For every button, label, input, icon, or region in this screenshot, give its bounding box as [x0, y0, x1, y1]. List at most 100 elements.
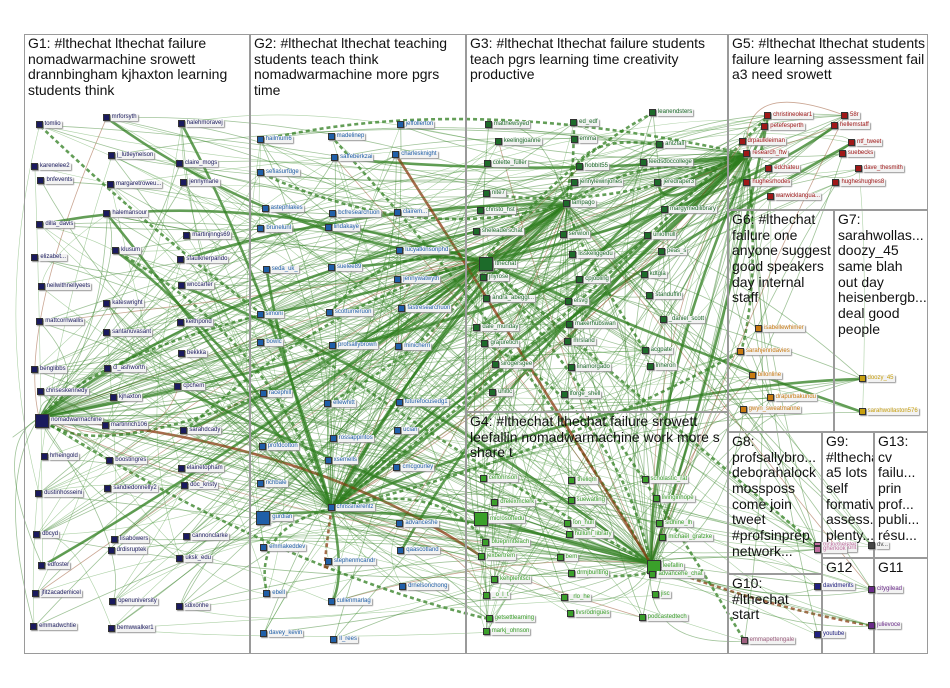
node-g2-10[interactable]: lindakaye — [324, 224, 360, 232]
node-g1-18[interactable]: mattcornwallis — [36, 318, 85, 326]
node-g1-34[interactable]: sandiedonnelly2 — [104, 484, 158, 492]
node-g1-24[interactable]: chriseskennedy — [36, 387, 89, 395]
node-g4-17[interactable]: advancehe_chat — [649, 571, 704, 579]
node-g4-22[interactable]: livsrodrigues — [566, 609, 611, 617]
node-g3-21[interactable]: jnyrose — [480, 273, 510, 281]
node-g6-1[interactable]: sarahjenndavies — [737, 347, 791, 355]
node-g1-1[interactable]: mrforsyth — [102, 113, 138, 121]
node-g2-40[interactable]: ll_rees — [330, 635, 358, 643]
node-g2-20[interactable]: minicherri — [395, 342, 432, 350]
node-g1-38[interactable]: cannonclarke — [183, 533, 229, 541]
node-g1-11[interactable]: martinjnngs69 — [183, 232, 231, 240]
node-g3-13[interactable]: lampago — [562, 199, 596, 207]
node-g2-32[interactable]: advanceshe — [396, 519, 439, 527]
node-g4-20[interactable]: jisc — [651, 591, 671, 599]
node-g3-17[interactable]: uniofhull — [644, 232, 677, 240]
node-g3-33[interactable]: sirogersgee — [491, 360, 534, 368]
node-g1-35[interactable]: doc_kristy — [181, 482, 219, 490]
node-g12-1[interactable]: youtube — [814, 630, 846, 638]
node-g2-18[interactable]: bowlc — [257, 339, 283, 347]
node-g2-36[interactable]: ebell — [263, 590, 286, 598]
node-g2-25[interactable]: rossappintos — [329, 434, 374, 442]
node-g4-19[interactable]: _rlo_he — [560, 594, 591, 602]
node-g4-18[interactable]: _o_l_t — [483, 592, 510, 600]
node-g1-6[interactable]: bnfevents — [37, 177, 74, 185]
node-g2-12[interactable]: seda_uk_ — [262, 266, 299, 274]
node-g2-29[interactable]: cmcgourley — [393, 463, 435, 471]
node-g5-11[interactable]: hugheshughes8 — [832, 179, 886, 187]
node-g6-4[interactable]: gwyn_sweatmanne — [739, 405, 802, 413]
node-g3-14[interactable]: margymedilibrary — [661, 206, 718, 214]
node-g1-9[interactable]: dilla_davis — [36, 220, 75, 228]
node-g3-12[interactable]: christo_hst — [476, 206, 516, 214]
node-g4-12[interactable]: jexbertrem — [477, 552, 517, 560]
node-g1-13[interactable]: klusum — [112, 247, 142, 255]
node-g2-4[interactable]: saffeberkzai — [331, 154, 374, 162]
node-g2-35[interactable]: qaascotland — [397, 546, 440, 554]
node-g1-42[interactable]: jfitzacademicel — [32, 589, 82, 597]
node-g1-45[interactable]: emmadwchtie — [30, 622, 78, 630]
node-g6-2[interactable]: billonline — [748, 371, 783, 379]
node-g9-2[interactable]: gherkiok — [814, 546, 847, 553]
node-g4-3[interactable]: drelexmclerk — [491, 498, 536, 506]
node-g4-24[interactable]: markj_ohnson — [482, 628, 531, 636]
node-g5-9[interactable]: dave_thesmith — [854, 165, 904, 173]
node-g1-4[interactable]: j_lutleynelson — [108, 151, 155, 159]
node-g1-20[interactable]: keithpond — [176, 318, 213, 326]
node-g1-41[interactable]: uksk_edu — [176, 555, 213, 563]
node-g4-9[interactable]: blueprintteach — [482, 538, 531, 546]
node-g2-34[interactable]: stephenmcandr — [324, 557, 377, 565]
node-g1-12[interactable]: elizabet... — [31, 253, 68, 261]
node-g1-15[interactable]: neilwithnellyeets — [37, 283, 92, 291]
node-g2-1[interactable]: madelinep — [327, 132, 366, 140]
node-g10-0[interactable]: emmapettengale — [740, 636, 796, 644]
node-g1-25[interactable]: kjhaxton — [109, 393, 143, 401]
node-g4-4[interactable]: suewatling — [567, 496, 606, 504]
node-g3-36[interactable]: uhitlc — [489, 389, 514, 397]
node-g3-19[interactable]: lisskeliggedu — [569, 250, 614, 258]
node-g2-39[interactable]: davey_kevin — [259, 629, 304, 637]
node-g1-10[interactable]: halemansour — [103, 210, 149, 218]
node-g1-8[interactable]: jennymarie — [180, 179, 220, 187]
node-g2-5[interactable]: charlesknight — [392, 150, 438, 158]
node-g3-7[interactable]: hobbit55 — [575, 163, 609, 171]
node-g4-15[interactable]: kehplentsci — [491, 575, 532, 583]
node-g3-15[interactable]: sheleaderschat — [472, 227, 524, 235]
node-g2-19[interactable]: profsallybrown — [328, 341, 378, 349]
node-g3-2[interactable]: leanendsters — [648, 108, 694, 116]
node-g1-29[interactable]: sarahdcady — [180, 427, 222, 435]
node-g2-17[interactable]: fastresearchuon — [398, 304, 452, 312]
node-g3-35[interactable]: lnheron — [646, 363, 677, 371]
node-g1-3[interactable]: karenelee2 — [30, 162, 71, 170]
node-g3-25[interactable]: elsvg — [564, 297, 589, 305]
node-g12-0[interactable]: davidmerits — [814, 583, 855, 591]
node-g7-0[interactable]: doozy_45 — [858, 374, 895, 382]
node-g3-26[interactable]: standuffin — [646, 291, 683, 299]
node-g2-8[interactable]: clairem... — [393, 208, 429, 216]
node-g4-2[interactable]: scholastic_rat — [641, 475, 689, 483]
node-g4-6[interactable]: microsoftedu — [474, 512, 526, 527]
node-g3-6[interactable]: colette_fuller — [483, 159, 528, 167]
node-g1-36[interactable]: dbcyd — [33, 531, 60, 539]
node-g3-27[interactable]: dale_munday — [473, 323, 520, 331]
node-g5-5[interactable]: ntf_tweet — [848, 139, 883, 146]
node-g2-3[interactable]: sefiasurfdge — [257, 169, 300, 177]
node-g4-8[interactable]: sidhine_lh — [656, 519, 694, 527]
node-g3-4[interactable]: emma — [570, 135, 598, 143]
node-g5-10[interactable]: hughesrhodes — [743, 178, 792, 186]
node-g2-23[interactable]: futurefocusedg1 — [395, 399, 449, 407]
node-g2-37[interactable]: cullenmarlag — [327, 598, 372, 606]
node-g5-8[interactable]: edchateu — [765, 165, 800, 173]
node-g1-32[interactable]: elainetopham — [177, 465, 224, 473]
node-g2-14[interactable]: jennywatwyth — [394, 276, 441, 284]
node-g1-23[interactable]: bekkka — [178, 349, 208, 357]
node-g6-3[interactable]: drapurbakundu — [766, 394, 818, 402]
node-g4-1[interactable]: theliqm — [568, 477, 598, 485]
node-g3-9[interactable]: nite7 — [482, 189, 506, 197]
node-g1-31[interactable]: boostingres — [106, 457, 148, 465]
node-g2-13[interactable]: suelee89 — [327, 263, 363, 271]
node-g1-46[interactable]: bemwwalker1 — [107, 624, 155, 632]
node-g3-32[interactable]: acgpate — [641, 346, 673, 354]
node-g5-4[interactable]: drpaulkleiman — [738, 138, 786, 146]
node-g5-2[interactable]: petefesperth — [761, 123, 805, 131]
